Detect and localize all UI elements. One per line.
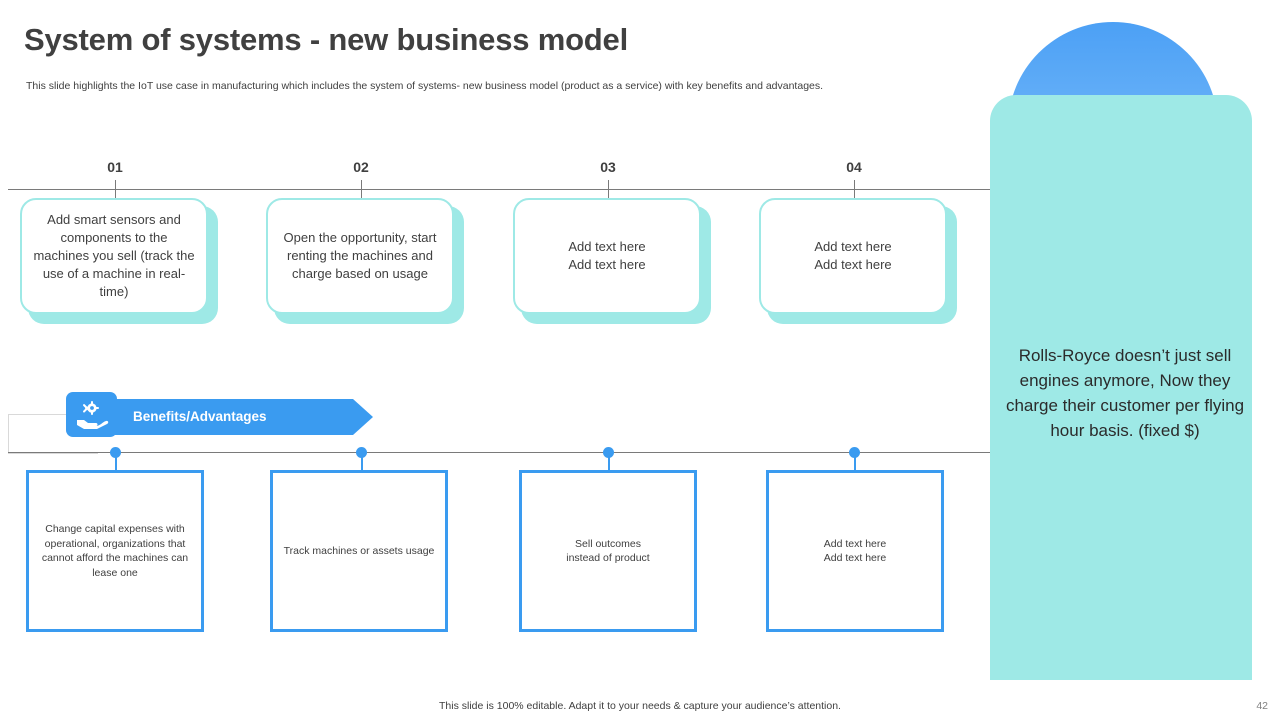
tick-03 (608, 180, 609, 200)
card-body: Open the opportunity, start renting the … (266, 198, 454, 314)
connector-line-04 (854, 456, 856, 472)
benefit-card-03-text: Sell outcomes instead of product (566, 537, 650, 565)
step-card-02[interactable]: Open the opportunity, start renting the … (266, 198, 464, 324)
benefit-card-02[interactable]: Track machines or assets usage (270, 470, 448, 632)
step-number-01: 01 (107, 159, 123, 175)
benefit-card-01-text: Change capital expenses with operational… (41, 523, 189, 579)
step-card-01[interactable]: Add smart sensors and components to the … (20, 198, 218, 324)
connector-line-02 (361, 456, 363, 472)
benefit-card-04-text: Add text here Add text here (823, 537, 887, 565)
connector-dot-03 (603, 447, 614, 458)
step-card-04-text: Add text here Add text here (814, 239, 892, 272)
callout-panel (990, 95, 1252, 680)
benefit-card-04[interactable]: Add text here Add text here (766, 470, 944, 632)
hand-holding-gear-icon (66, 392, 117, 437)
step-number-03: 03 (600, 159, 616, 175)
card-body: Add smart sensors and components to the … (20, 198, 208, 314)
connector-dot-04 (849, 447, 860, 458)
benefits-label: Benefits/Advantages (133, 409, 267, 424)
step-card-03-text: Add text here Add text here (568, 239, 646, 272)
step-number-04: 04 (846, 159, 862, 175)
connector-line-01 (115, 456, 117, 472)
top-divider (8, 189, 990, 190)
benefit-card-01[interactable]: Change capital expenses with operational… (26, 470, 204, 632)
step-card-02-text: Open the opportunity, start renting the … (283, 230, 437, 281)
card-body: Add text here Add text here (759, 198, 947, 314)
tick-02 (361, 180, 362, 200)
footer-note: This slide is 100% editable. Adapt it to… (439, 700, 841, 712)
tick-01 (115, 180, 116, 200)
step-card-04[interactable]: Add text here Add text here (759, 198, 957, 324)
callout-text: Rolls-Royce doesn’t just sell engines an… (1005, 346, 1245, 440)
benefit-card-03[interactable]: Sell outcomes instead of product (519, 470, 697, 632)
connector-dot-02 (356, 447, 367, 458)
benefits-arrow-shape (108, 399, 373, 435)
connector-dot-01 (110, 447, 121, 458)
connector-line-03 (608, 456, 610, 472)
card-body: Add text here Add text here (513, 198, 701, 314)
page-number: 42 (1256, 700, 1268, 712)
step-number-02: 02 (353, 159, 369, 175)
bottom-divider (8, 452, 990, 453)
step-card-03[interactable]: Add text here Add text here (513, 198, 711, 324)
benefit-card-02-text: Track machines or assets usage (283, 544, 435, 557)
page-title: System of systems - new business model (24, 22, 628, 57)
tick-04 (854, 180, 855, 200)
page-subtitle: This slide highlights the IoT use case i… (26, 80, 824, 92)
step-card-01-text: Add smart sensors and components to the … (33, 212, 195, 299)
